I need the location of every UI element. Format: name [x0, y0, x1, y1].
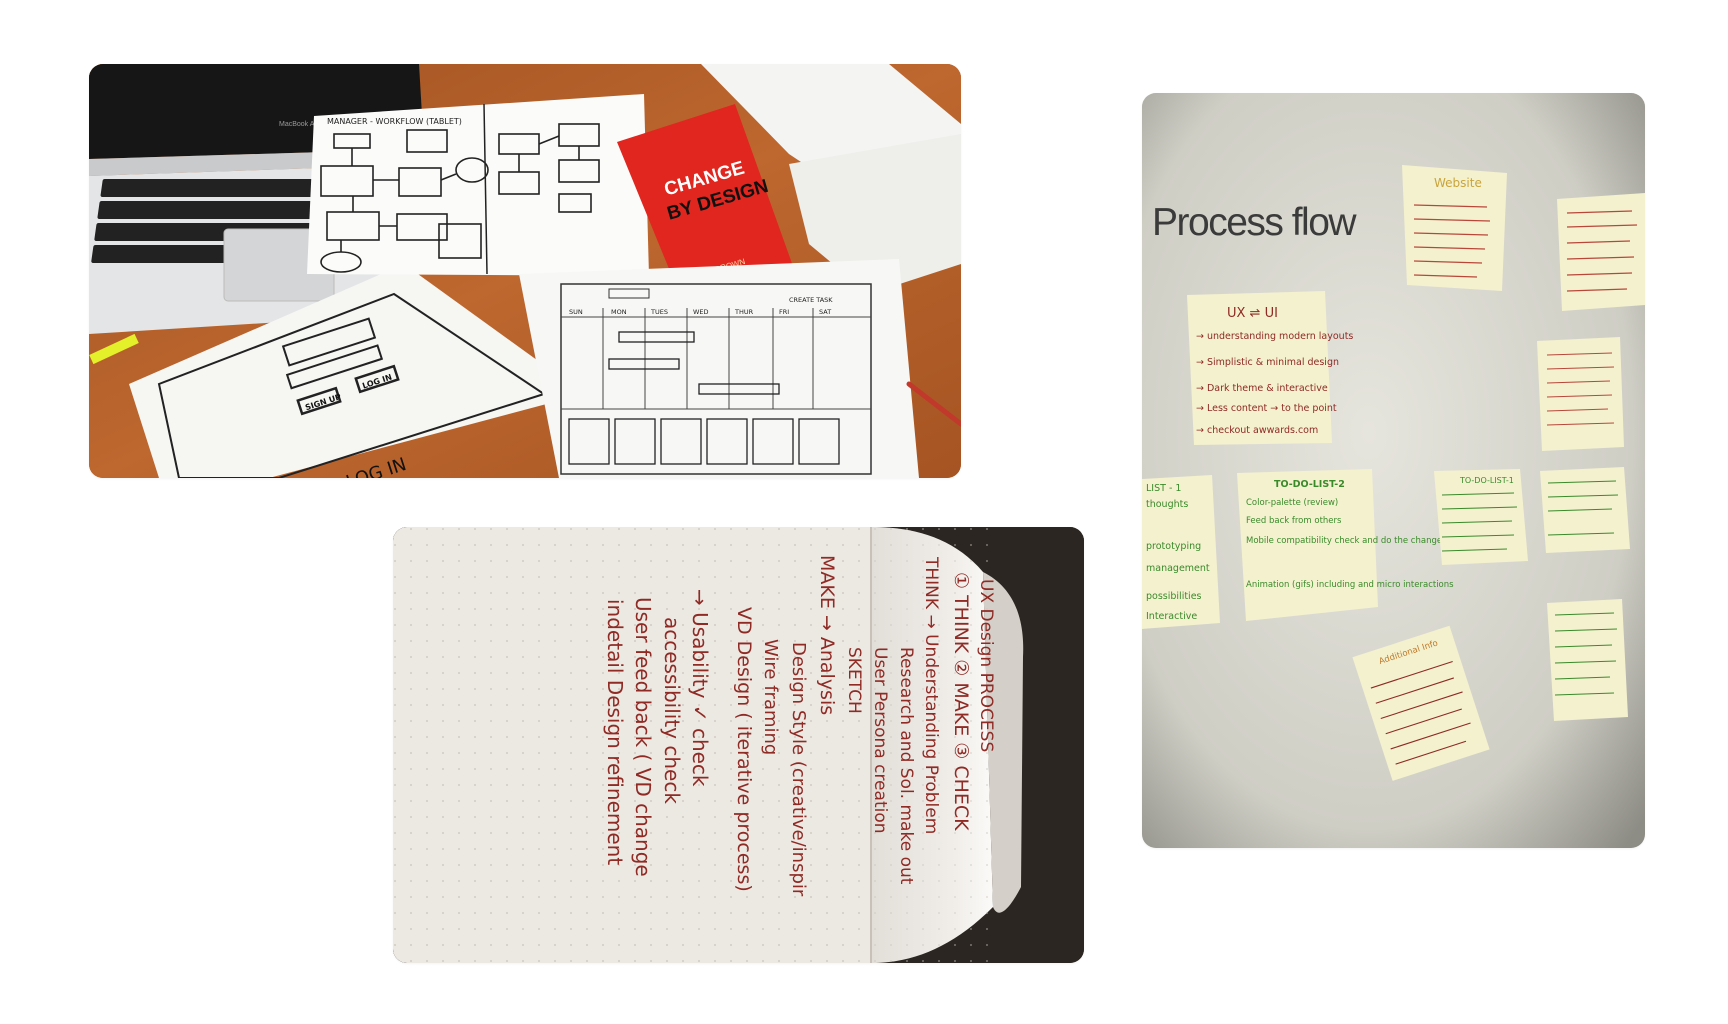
day-label: TUES [650, 308, 668, 316]
note-item: Feed back from others [1246, 516, 1342, 526]
note-item: → understanding modern layouts [1196, 331, 1353, 342]
note-item: prototyping [1146, 541, 1201, 552]
sketch-header: MANAGER - WORKFLOW (TABLET) [327, 117, 462, 126]
note-heading: UX ⇌ UI [1227, 306, 1278, 321]
note-item: → checkout awwards.com [1196, 425, 1318, 436]
sticky-note-todo-2: TO-DO-LIST-2 Color-palette (review) Feed… [1237, 469, 1454, 621]
day-label: MON [611, 308, 627, 316]
login-sketch-paper: SIGN UP LOG IN LOG IN [129, 264, 584, 478]
sticky-note-additional-info: Additional Info [1352, 625, 1490, 781]
sticky-note-development [1537, 337, 1624, 451]
note-item: Interactive [1146, 611, 1197, 622]
note-item: Color-palette (review) [1246, 498, 1338, 508]
sticky-note-right-bottom [1547, 599, 1628, 721]
laptop-brand: MacBook Air [279, 121, 319, 128]
sticky-note-website: Website [1402, 165, 1507, 291]
notebook-photo: UX Design PROCESS ① THINK ② MAKE ③ CHECK… [393, 527, 1084, 963]
note-item: → Simplistic & minimal design [1196, 357, 1339, 368]
sticky-note-todo-1: TO-DO-LIST-1 [1434, 469, 1528, 565]
notebook-line: SKETCH [844, 647, 864, 714]
handwritten-notes: UX Design PROCESS ① THINK ② MAKE ③ CHECK… [603, 555, 996, 897]
wall-scene: Website UX ⇌ UI → underst [1142, 93, 1645, 848]
day-label: FRI [779, 308, 789, 316]
notebook-line: Research and Sol. make out [896, 647, 916, 885]
pencil [906, 381, 961, 427]
notebook-line: User Persona creation [870, 647, 890, 834]
sticky-note-list-1: LIST - 1 thoughts prototyping management… [1142, 475, 1220, 629]
process-flow-title: Process flow [1152, 201, 1357, 244]
day-label: WED [693, 308, 709, 316]
workflow-sketch-paper: MANAGER - WORKFLOW (TABLET) [307, 94, 649, 276]
day-label: THUR [734, 308, 754, 316]
notebook-line: → Usability ✓ check [688, 589, 712, 787]
note-item: Mobile compatibility check and do the ch… [1246, 536, 1447, 546]
notebook-line: UX Design PROCESS [976, 579, 996, 752]
note-heading: Website [1434, 176, 1482, 190]
notebook-scene: UX Design PROCESS ① THINK ② MAKE ③ CHECK… [393, 527, 1084, 963]
day-label: SUN [569, 308, 583, 316]
notebook-line: accessibility check [660, 617, 684, 804]
desk-scene: MacBook Air SIGN UP LOG IN LOG IN MANAGE… [89, 64, 961, 478]
notebook-line: Wire framing [760, 639, 781, 755]
notebook-line: THINK → Understanding Problem [921, 556, 941, 834]
sticky-notes-wall-photo: Website UX ⇌ UI → underst [1142, 93, 1645, 848]
highlighter [89, 333, 139, 365]
calendar-sketch-paper: CREATE TASK SUN MON TUES WED THUR FRI SA… [519, 259, 919, 478]
note-item: possibilities [1146, 591, 1202, 602]
day-label: SAT [819, 308, 831, 316]
note-heading: TO-DO-LIST-2 [1274, 479, 1345, 490]
notebook-line: MAKE → Analysis [816, 555, 838, 715]
note-item: thoughts [1146, 499, 1188, 510]
note-item: Animation (gifs) including and micro int… [1246, 580, 1454, 590]
notebook-line: VD Design ( iterative process) [733, 607, 755, 892]
note-item: management [1146, 563, 1210, 574]
notebook-line: User feed back ( VD change [631, 597, 655, 877]
sticky-note-ux-ui: UX ⇌ UI → understanding modern layouts →… [1187, 291, 1353, 445]
note-item: → Less content → to the point [1196, 403, 1337, 414]
sticky-note-design [1557, 193, 1645, 311]
note-heading: TO-DO-LIST-1 [1459, 476, 1514, 485]
notebook-line: Design Style (creative/inspir [788, 642, 809, 897]
note-heading: LIST - 1 [1146, 483, 1181, 494]
desk-sketches-photo: MacBook Air SIGN UP LOG IN LOG IN MANAGE… [89, 64, 961, 478]
note-item: → Dark theme & interactive [1196, 383, 1328, 394]
sketch-create-task: CREATE TASK [789, 296, 833, 304]
notebook-line: ① THINK ② MAKE ③ CHECK [950, 572, 972, 831]
notebook-line: indetail Design refinement [603, 599, 627, 865]
